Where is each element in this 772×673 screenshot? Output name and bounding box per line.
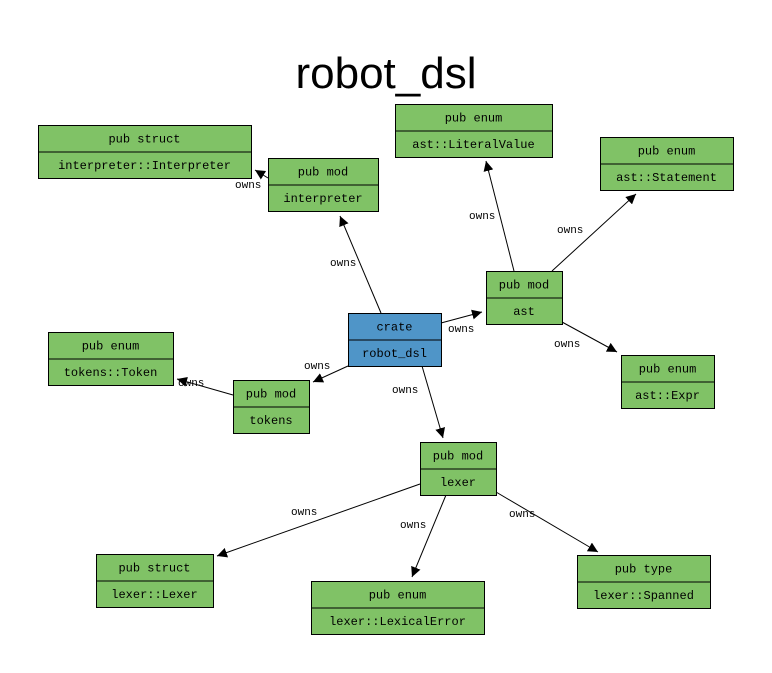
edge-arrow <box>483 160 515 272</box>
edge-arrow <box>216 483 421 558</box>
edge-arrow <box>312 365 349 383</box>
edge-label: owns <box>235 180 261 192</box>
edges-layer: owns owns owns owns owns owns owns owns owns owns… <box>176 160 637 578</box>
diagram-title: robot_dsl <box>295 49 476 98</box>
node-tokens[interactable]: pub mod tokens <box>233 380 310 434</box>
edge-crate-to-interpreter: owns <box>330 215 382 314</box>
node-header: pub enum <box>638 144 696 158</box>
edge-lexer-to-lexer_error: owns <box>400 494 447 578</box>
edge-arrow <box>254 169 269 180</box>
edge-lexer-to-lexer_spanned: owns <box>495 491 599 553</box>
node-ast[interactable]: pub mod ast <box>486 271 563 325</box>
edge-crate-to-ast: owns <box>440 309 483 336</box>
edge-label: owns <box>178 378 204 390</box>
node-header: pub enum <box>369 588 427 602</box>
edge-label: owns <box>392 385 418 397</box>
node-name: tokens <box>249 414 292 428</box>
edge-label: owns <box>400 520 426 532</box>
node-name: interpreter <box>283 192 362 206</box>
node-name: lexer <box>440 476 476 490</box>
edge-label: owns <box>557 225 583 237</box>
node-header: crate <box>376 320 412 334</box>
node-header: pub mod <box>298 165 348 179</box>
edge-arrow <box>421 365 445 439</box>
edge-label: owns <box>304 361 330 373</box>
edge-arrow <box>551 193 637 272</box>
node-name: interpreter::Interpreter <box>58 159 231 173</box>
node-name: lexer::Spanned <box>593 589 694 603</box>
edge-arrow <box>561 321 618 353</box>
node-name: ast::Expr <box>635 389 700 403</box>
edge-ast-to-ast_literal: owns <box>469 160 515 272</box>
edge-ast-to-ast_expr: owns <box>554 321 618 353</box>
edge-ast-to-ast_statement: owns <box>551 193 637 272</box>
node-header: pub enum <box>82 339 140 353</box>
edge-crate-to-lexer: owns <box>392 365 445 439</box>
edge-label: owns <box>554 339 580 351</box>
node-header: pub type <box>615 562 673 576</box>
node-name: ast::Statement <box>616 171 717 185</box>
edge-tokens-to-tokens_token: owns <box>176 376 234 396</box>
edge-label: owns <box>509 509 535 521</box>
edge-label: owns <box>448 324 474 336</box>
node-name: ast::LiteralValue <box>412 138 534 152</box>
edge-crate-to-tokens: owns <box>304 361 349 383</box>
node-header: pub enum <box>445 111 503 125</box>
node-crate[interactable]: crate robot_dsl <box>348 313 442 367</box>
edge-lexer-to-lexer_lexer: owns <box>216 483 421 558</box>
node-header: pub struct <box>118 561 190 575</box>
node-name: lexer::Lexer <box>111 588 197 602</box>
node-header: pub struct <box>108 132 180 146</box>
edge-arrow <box>495 491 599 553</box>
edge-interpreter-to-interpreter_struct: owns <box>235 169 269 192</box>
node-name: robot_dsl <box>362 347 427 361</box>
edge-label: owns <box>291 507 317 519</box>
node-header: pub mod <box>433 449 483 463</box>
node-header: pub mod <box>499 278 549 292</box>
node-name: lexer::LexicalError <box>329 615 466 629</box>
node-header: pub enum <box>639 362 697 376</box>
node-name: tokens::Token <box>64 366 158 380</box>
edge-arrow <box>440 309 483 324</box>
edge-arrow <box>176 376 234 396</box>
edge-arrow <box>339 215 382 314</box>
edge-label: owns <box>330 258 356 270</box>
node-name: ast <box>513 305 535 319</box>
edge-arrow <box>411 494 447 578</box>
edge-label: owns <box>469 211 495 223</box>
node-lexer[interactable]: pub mod lexer <box>420 442 497 496</box>
node-interpreter[interactable]: pub mod interpreter <box>268 158 379 212</box>
node-header: pub mod <box>246 387 296 401</box>
